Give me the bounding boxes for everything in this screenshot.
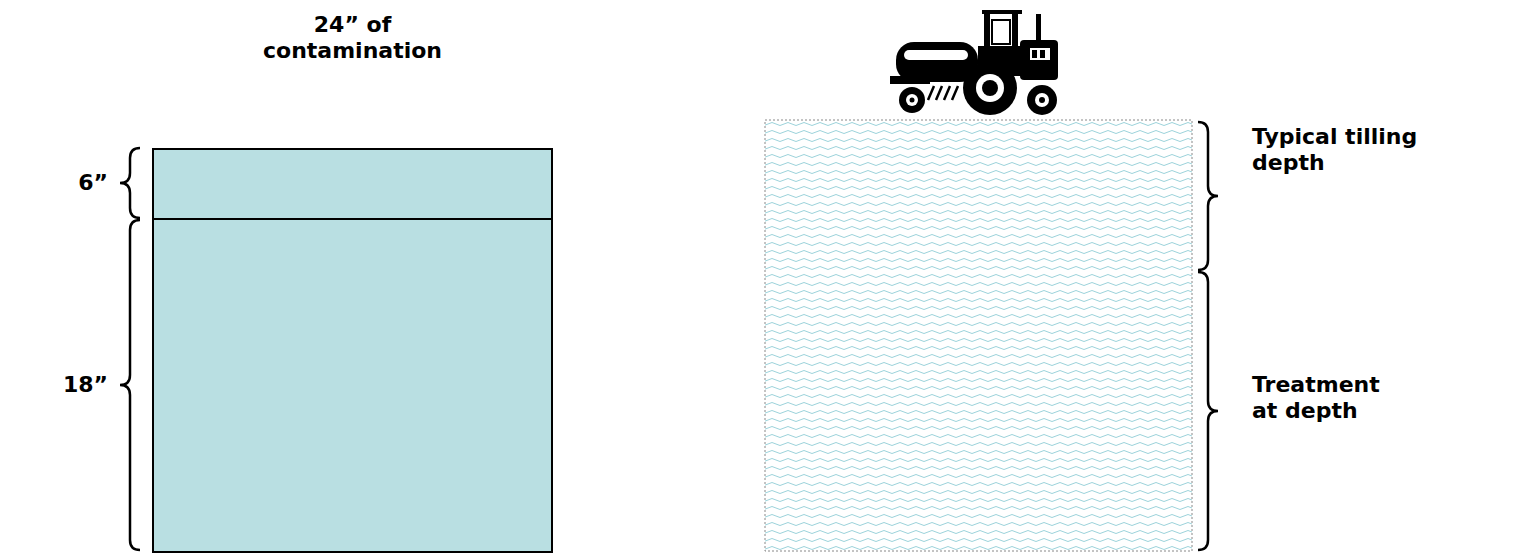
dimension-label: 18” — [20, 372, 108, 398]
bracket — [120, 220, 140, 550]
block-heading: 24” of contamination — [243, 12, 463, 65]
dimension-label: 6” — [30, 170, 108, 196]
depth-label: Treatment at depth — [1252, 372, 1402, 425]
divider-line — [154, 218, 551, 220]
bracket — [1198, 272, 1218, 550]
bracket — [120, 148, 140, 218]
tractor-icon — [890, 10, 1058, 115]
bracket — [1198, 122, 1218, 270]
depth-label: Typical tilling depth — [1252, 124, 1427, 177]
treated-soil — [765, 120, 1192, 551]
contamination-block: 24” of contamination — [152, 148, 553, 553]
